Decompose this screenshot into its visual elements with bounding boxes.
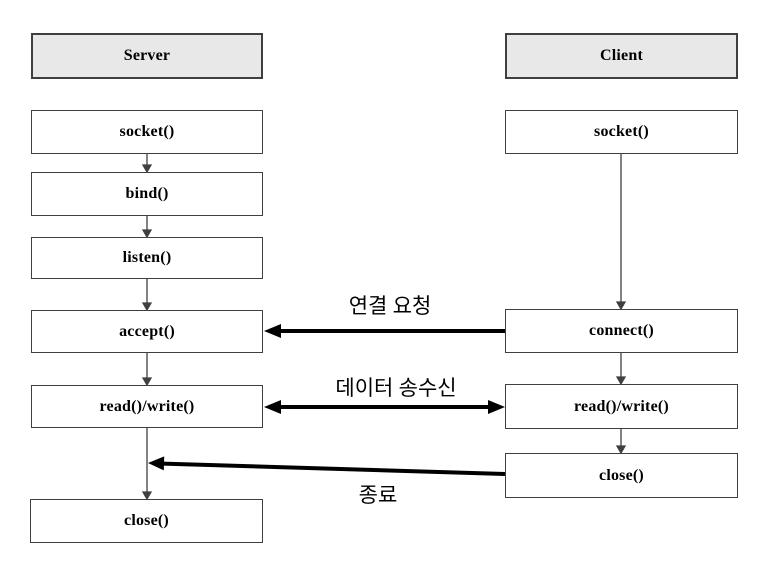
server-step-socket: socket() (31, 110, 263, 154)
server-step-accept-label: accept() (119, 322, 175, 340)
server-step-listen: listen() (31, 237, 263, 279)
server-step-close: close() (30, 499, 263, 543)
server-step-bind: bind() (31, 172, 263, 216)
message-label-connect-request: 연결 요청 (348, 294, 432, 318)
message-arrowhead-connect-request (264, 324, 281, 338)
client-header-label: Client (600, 47, 643, 64)
server-step-readwrite-label: read()/write() (99, 397, 195, 415)
server-step-socket-label: socket() (119, 123, 175, 140)
client-step-close: close() (505, 453, 738, 498)
server-step-readwrite: read()/write() (31, 385, 263, 428)
arrowhead-client-readwrite (615, 376, 627, 386)
client-step-connect-label: connect() (589, 322, 654, 339)
client-step-socket-label: socket() (594, 123, 649, 140)
message-line-terminate (162, 461, 506, 476)
client-step-connect: connect() (505, 309, 738, 353)
arrowhead-client-connect (615, 301, 627, 311)
message-arrowhead-data-right (488, 400, 505, 414)
arrowhead-client-close (615, 445, 627, 455)
server-step-bind-label: bind() (125, 185, 169, 202)
client-step-readwrite: read()/write() (505, 384, 738, 429)
client-header: Client (505, 33, 738, 79)
arrowhead-server-readwrite (141, 377, 153, 387)
message-arrowhead-data-left (264, 400, 281, 414)
client-step-socket: socket() (505, 110, 738, 154)
server-step-close-label: close() (124, 512, 169, 529)
arrowhead-server-accept (141, 302, 153, 312)
server-header: Server (31, 33, 263, 79)
client-step-close-label: close() (599, 466, 644, 484)
message-label-terminate: 종료 (358, 483, 398, 507)
server-header-label: Server (123, 47, 171, 64)
message-arrowhead-terminate (148, 456, 165, 471)
arrowhead-server-bind (141, 164, 153, 174)
arrowhead-server-close (141, 491, 153, 501)
client-step-readwrite-label: read()/write() (574, 397, 669, 415)
message-label-data-exchange: 데이터 송수신 (335, 376, 457, 400)
server-step-listen-label: listen() (122, 249, 172, 266)
server-step-accept: accept() (31, 310, 263, 353)
arrowhead-server-listen (141, 229, 153, 239)
